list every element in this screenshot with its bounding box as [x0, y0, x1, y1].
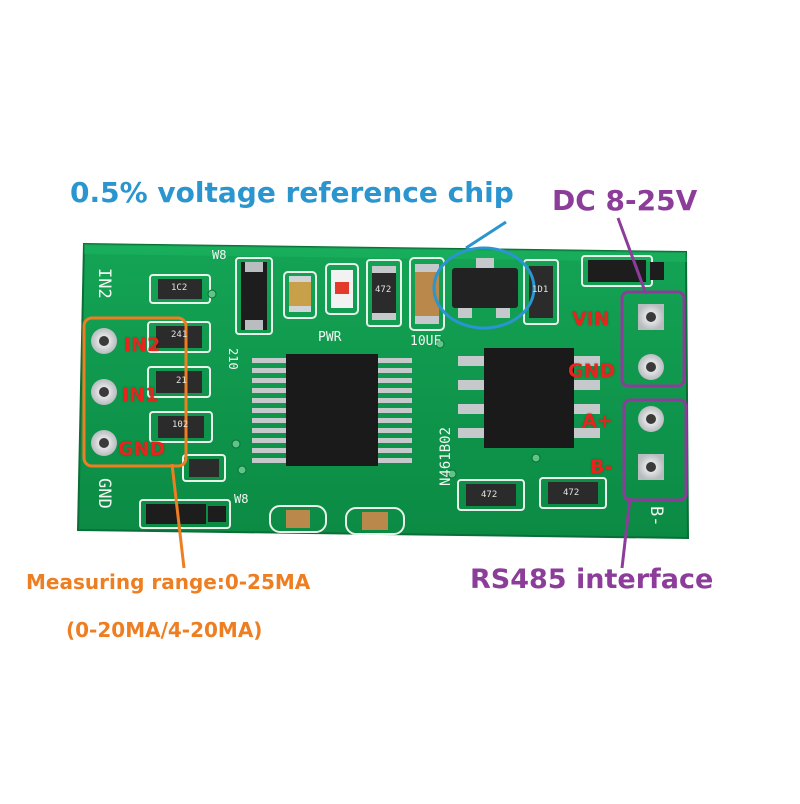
diode-top: [235, 257, 273, 335]
silk-210: 210: [226, 348, 240, 370]
silk-w8-top: W8: [212, 248, 227, 262]
pin-label-b-minus: B-: [590, 456, 613, 478]
pin-label-gnd-left: GND: [118, 438, 166, 460]
silk-board-id: N461B02: [438, 426, 454, 486]
resistor-1d1: [523, 259, 559, 325]
silk-w8-bottom: W8: [234, 492, 249, 506]
left-resistors: [147, 274, 226, 482]
pin-label-in2: IN2: [124, 334, 161, 356]
callout-dc-supply: DC 8-25V: [552, 184, 698, 217]
pwr-led: [325, 263, 359, 315]
bottom-resistors: [457, 477, 607, 511]
pin-label-vin: VIN: [572, 308, 610, 330]
rs485-ic: [458, 348, 600, 448]
diode-bottom: [139, 499, 231, 529]
main-ic: [252, 354, 412, 466]
callout-range-line2: (0-20MA/4-20MA): [66, 618, 263, 642]
callout-outlines: [82, 217, 688, 569]
chip-code-102: 102: [172, 420, 189, 430]
diode-top-right: [581, 255, 664, 287]
chip-code-472-a: 472: [481, 490, 498, 500]
pin-label-gnd-right: GND: [568, 360, 616, 382]
capacitor-pwr: [283, 271, 317, 319]
pin-label-a-plus: A+: [582, 410, 613, 432]
vias: [207, 289, 541, 479]
silk-pwr: PWR: [318, 330, 342, 345]
callout-reference-chip: 0.5% voltage reference chip: [70, 176, 514, 209]
chip-code-241: 241: [171, 330, 188, 340]
pin-label-in1: IN1: [122, 384, 159, 406]
silk-in2: IN2: [94, 268, 114, 299]
reference-chip: [452, 258, 518, 318]
callout-rs485: RS485 interface: [470, 564, 714, 595]
bottom-capacitors: [269, 505, 405, 535]
silk-10uf: 10UF: [410, 334, 442, 349]
callout-range-line1: Measuring range:0-25MA: [26, 570, 311, 594]
resistor-472-top: [366, 259, 402, 327]
silk-gnd: GND: [94, 478, 114, 509]
chip-code-21: 21: [176, 376, 187, 386]
left-header-pads: [91, 328, 117, 456]
chip-code-1c2: 1C2: [171, 283, 188, 293]
right-header-pads: [638, 304, 664, 480]
chip-code-472-top: 472: [375, 285, 392, 295]
chip-code-1d1: 1D1: [532, 285, 549, 295]
silk-b-minus: B-: [646, 506, 666, 527]
chip-code-472-b: 472: [563, 488, 580, 498]
